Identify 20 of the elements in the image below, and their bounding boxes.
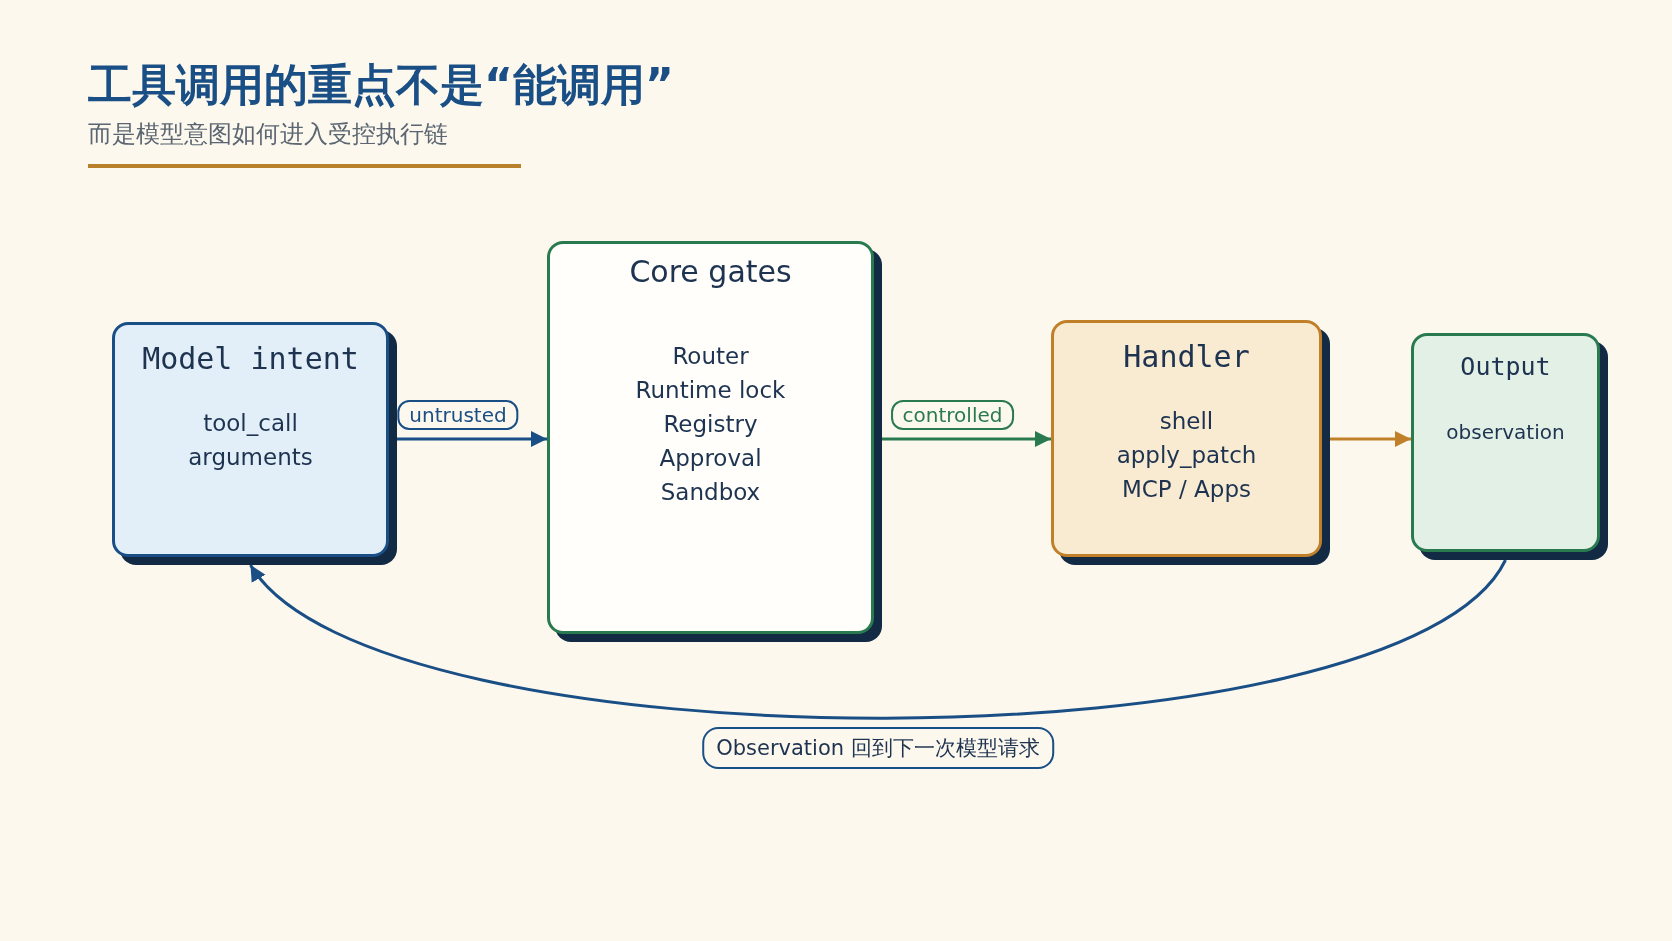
box-item: Sandbox — [660, 478, 761, 507]
box-title: Model intent — [142, 341, 359, 376]
box-item: shell — [1159, 407, 1214, 436]
box-item: Registry — [663, 410, 758, 439]
box-item: apply_patch — [1116, 441, 1257, 470]
subtitle: 而是模型意图如何进入受控执行链 — [88, 119, 448, 150]
edge-label: Observation 回到下一次模型请求 — [702, 727, 1054, 769]
edge-label: untrusted — [397, 400, 519, 430]
box-title: Output — [1460, 352, 1551, 381]
box-title: Core gates — [629, 254, 792, 289]
edge-label: controlled — [890, 400, 1015, 430]
box-title: Handler — [1123, 339, 1250, 374]
title: 工具调用的重点不是“能调用” — [88, 58, 674, 112]
box-item: MCP / Apps — [1121, 475, 1252, 504]
box-item: Approval — [659, 444, 762, 473]
box-item: Runtime lock — [635, 376, 786, 405]
box-item: observation — [1446, 419, 1565, 446]
box-item: Router — [672, 342, 749, 371]
box-item: arguments — [188, 443, 313, 472]
box-item: tool_call — [203, 409, 298, 438]
